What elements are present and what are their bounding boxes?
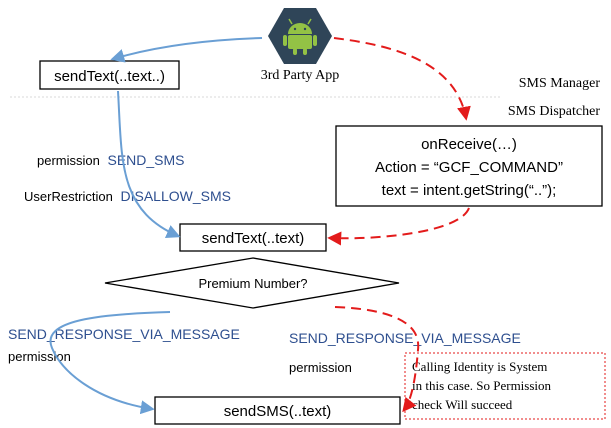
blue-arrow-decision-to-sendsms [49, 311, 171, 415]
calling-identity-note [404, 352, 606, 420]
left-permission-word: permission [8, 349, 71, 364]
on-receive-line-3: text = intent.getString(“..”); [382, 182, 557, 199]
blue-arrow-app-to-sendtext [110, 37, 263, 63]
premium-number-decision [104, 257, 400, 309]
red-arrow-onreceive-to-sendtext [327, 207, 470, 246]
send-sms-box [154, 396, 401, 425]
on-receive-line-2: Action = “GCF_COMMAND” [375, 159, 563, 176]
on-receive-line-1: onReceive(…) [421, 136, 517, 153]
right-response-permission: SEND_RESPONSE_VIA_MESSAGE [289, 330, 521, 346]
top-send-text-box [39, 60, 180, 90]
sms-manager-label: SMS Manager [519, 76, 601, 91]
permission-prefix: permission [37, 153, 100, 168]
top-send-text-label: sendText(..text..) [54, 68, 165, 85]
user-restriction-label: UserRestriction DISALLOW_SMS [24, 188, 231, 204]
note-line-3: check Will succeed [412, 397, 513, 412]
android-icon [268, 8, 332, 64]
disallow-sms-keyword: DISALLOW_SMS [120, 188, 230, 204]
note-line-1: Calling Identity is System [412, 359, 547, 374]
red-arrow-app-to-onreceive [333, 37, 471, 121]
send-sms-label: sendSMS(..text) [224, 403, 332, 420]
right-permission-word: permission [289, 360, 352, 375]
note-line-2: in this case. So Permission [412, 378, 552, 393]
sms-dispatcher-label: SMS Dispatcher [508, 104, 601, 119]
premium-number-label: Premium Number? [198, 276, 307, 291]
on-receive-box [335, 125, 603, 207]
left-response-permission: SEND_RESPONSE_VIA_MESSAGE [8, 326, 240, 342]
app-label: 3rd Party App [261, 68, 340, 83]
mid-send-text-label: sendText(..text) [202, 230, 305, 247]
blue-arrow-sendtext-to-mid [117, 90, 181, 238]
send-sms-keyword: SEND_SMS [107, 152, 184, 168]
send-sms-permission-label: permission SEND_SMS [37, 152, 185, 168]
red-arrow-decision-to-sendsms [334, 306, 420, 413]
user-restriction-prefix: UserRestriction [24, 189, 113, 204]
